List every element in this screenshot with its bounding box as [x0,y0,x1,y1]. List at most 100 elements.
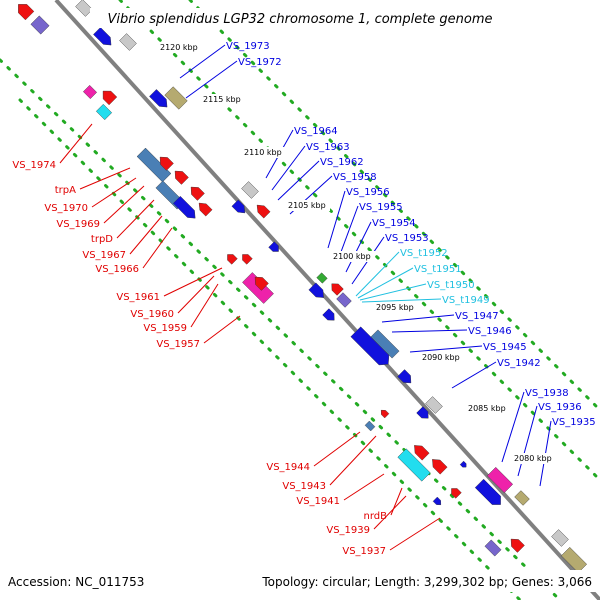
plus-gene-label: VS_1962 [320,157,364,168]
plus-gene-8 [268,241,279,252]
minus-gene-18 [397,448,431,482]
trna-gene-leader [355,251,400,297]
minus-gene-label: nrdB [364,511,388,522]
plus-gene-21 [474,478,501,505]
trna-gene-leader [357,267,414,299]
plus-gene-5 [241,181,259,199]
minus-gene-14 [242,272,274,304]
kbp-tick-bg [286,200,330,211]
kbp-tick-bg [201,94,245,105]
plus-gene-leader [277,160,320,201]
minus-gene-label: trpD [91,234,113,245]
plus-gene-15 [370,329,400,359]
kbp-tick-bg [374,302,418,313]
summary-text: Topology: circular; Length: 3,299,302 bp… [261,575,592,589]
plus-gene-10 [308,282,324,298]
kbp-tick-label: 2105 kbp [288,201,326,210]
minus-gene-13 [242,254,253,265]
plus-gene-label: VS_1946 [468,326,512,337]
plus-gene-4 [164,86,188,110]
plus-gene-leader [381,314,455,323]
minus-gene-leader [373,495,407,530]
plus-gene-label: VS_1973 [226,41,270,52]
plus-gene-19 [459,460,467,468]
minus-gene-leader [91,177,137,208]
minus-gene-label: VS_1970 [44,203,88,214]
minus-gene-12 [227,254,238,265]
minus-gene-4 [95,103,113,121]
minus-gene-17 [380,409,390,419]
minus-gene-leader [203,315,241,344]
plus-gene-leader [345,221,372,273]
trna-gene-label: VS_t1952 [400,248,448,259]
plus-gene-label: VS_1964 [294,126,338,137]
kbp-tick-label: 2095 kbp [376,303,414,312]
plus-gene-17 [425,396,443,414]
plus-gene-leader [501,391,525,463]
plus-gene-label: VS_1956 [346,187,390,198]
plus-gene-leader [409,345,483,353]
minus-gene-20 [432,459,448,475]
plus-gene-label: VS_1953 [385,233,429,244]
kbp-tick-bg [158,42,202,53]
minus-gene-1 [30,15,50,35]
trna-gene-label: VS_t1949 [442,295,490,306]
kbp-tick-bg [331,251,375,262]
minus-gene-leader [177,275,215,314]
plus-gene-18 [416,406,429,419]
plus-gene-16 [397,369,412,384]
plus-gene-20 [486,466,514,494]
minus-gene-label: VS_1969 [56,219,100,230]
plus-gene-leader [179,44,226,79]
title-backdrop [90,8,510,28]
plus-gene-22 [514,490,530,506]
minus-gene-label: VS_1943 [282,481,326,492]
plus-gene-leader [185,60,238,99]
track-guide-3 [188,0,600,412]
map-title: Vibrio splendidus LGP32 chromosome 1, co… [107,12,492,27]
chromosome-backbone [54,0,600,600]
kbp-tick-bg [466,403,510,414]
minus-gene-label: VS_1944 [266,462,310,473]
kbp-tick-label: 2110 kbp [244,148,282,157]
plus-gene-leader [391,329,468,333]
minus-gene-23 [484,539,502,557]
plus-gene-9 [316,272,328,284]
plus-gene-13 [322,308,335,321]
footer-backdrop [0,570,600,592]
minus-gene-leader [390,487,403,516]
minus-gene-8 [190,186,205,201]
trna-gene-leader [361,298,442,303]
minus-gene-leader [129,215,163,255]
minus-gene-7 [174,170,189,185]
plus-gene-label: VS_1972 [238,57,282,68]
minus-gene-label: VS_1966 [95,264,139,275]
plus-gene-11 [331,283,344,296]
plus-gene-label: VS_1935 [552,417,596,428]
plus-gene-leader [517,405,538,477]
kbp-tick-label: 2090 kbp [422,353,460,362]
plus-gene-label: VS_1938 [525,388,569,399]
minus-gene-0 [18,4,35,21]
plus-gene-12 [336,292,352,308]
kbp-tick-label: 2085 kbp [468,404,506,413]
minus-gene-label: VS_1957 [156,339,200,350]
kbp-tick-label: 2100 kbp [333,252,371,261]
plus-gene-label: VS_1945 [483,342,527,353]
kbp-ticks: 2120 kbp 2115 kbp 2110 kbp 2105 kbp 2100 kbp… [158,42,556,464]
minus-gene-21 [451,488,462,499]
gene-labels: VS_1973VS_1972VS_1964VS_1963VS_1962VS_19… [12,41,595,557]
minus-gene-leader [389,517,441,551]
plus-gene-1 [93,27,112,46]
kbp-tick-label: 2120 kbp [160,43,198,52]
kbp-tick-bg [420,352,464,363]
trna-gene-label: VS_t1950 [427,280,475,291]
gene-features [18,0,592,586]
track-guide-1 [118,0,600,482]
minus-gene-19 [414,445,430,461]
minus-gene-leader [343,473,385,501]
kbp-tick-label: 2115 kbp [203,95,241,104]
plus-gene-label: VS_1942 [497,358,541,369]
